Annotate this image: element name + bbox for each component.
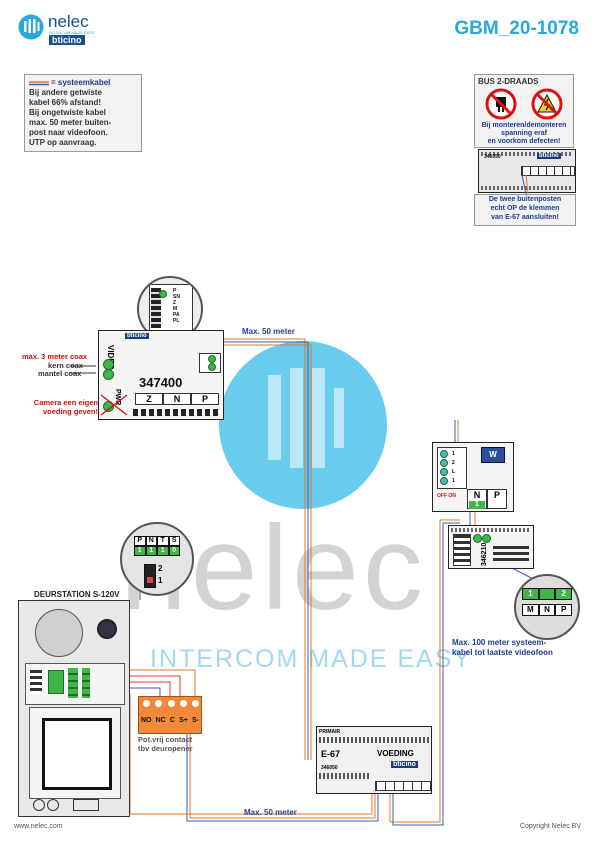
psu-type: VOEDING — [377, 749, 414, 758]
system-cable-max-label: Max. 100 meter systeem- kabel tot laatst… — [452, 638, 553, 657]
watermark-tagline: INTERCOM MADE EASY — [150, 645, 473, 673]
bus-warning-title: BUS 2-DRAADS — [478, 77, 539, 86]
video-module-code: 347400 — [139, 375, 183, 390]
brand-subtitle: INTERCOM MADE EASY — [49, 30, 95, 35]
cable-length-bottom: Max. 50 meter — [244, 808, 297, 817]
note-line: post naar videofoon. — [29, 128, 108, 137]
psu-brand: bticino — [391, 761, 418, 768]
cable-length-top: Max. 50 meter — [242, 327, 295, 336]
brand-logo: nelec INTERCOM MADE EASY bticino — [18, 12, 128, 46]
zoom-detail-videophone: 1 2 M N P — [514, 574, 580, 640]
document-number: GBM_20-1078 — [454, 18, 579, 39]
psu-bottom-vents — [319, 773, 369, 779]
relay-block: NO NC C S+ S- — [138, 696, 202, 734]
bus-module-note: De twee buitenposten echt OP de klemmen … — [474, 194, 576, 226]
door-station-title: DEURSTATION S-120V — [34, 590, 120, 599]
brand-name: nelec — [48, 12, 89, 31]
terminal-icon — [159, 290, 167, 298]
videophone-terminal — [482, 534, 491, 543]
camera-power-note: Camera een eigen voeding geven! — [33, 398, 98, 416]
zoom-detail-door-station: P N T S 1 1 1 0 2 1 — [120, 522, 194, 596]
coax-terminal — [103, 369, 114, 380]
note-line: Bij ongetwiste kabel — [29, 108, 106, 117]
dip-label: 2 — [158, 564, 163, 573]
videophone-terminal — [473, 534, 482, 543]
w-icon: W — [481, 447, 505, 463]
videophone-vents — [451, 528, 531, 532]
name-plate-frame — [29, 707, 121, 799]
pwr-crossed-icon — [100, 394, 128, 416]
note-line: UTP op aanvraag. — [29, 138, 97, 147]
module-terminals — [521, 166, 575, 176]
footer-website[interactable]: www.nelec.com — [14, 823, 63, 830]
note-line: Bij andere getwiste — [29, 88, 102, 97]
no-plug-icon — [485, 88, 517, 120]
psu-bottom-terminals — [375, 781, 431, 791]
dip-switch — [144, 564, 156, 588]
videophone-screws — [493, 546, 529, 564]
note-line: max. 50 meter buiten- — [29, 118, 112, 127]
off-on-label: OFF ON — [437, 493, 456, 499]
zoom-terminal-strip — [151, 288, 161, 328]
bus-warning-text: Bij monteren/demonteren spanning eraf en… — [481, 122, 567, 145]
np-switch-value: 1 — [469, 501, 485, 509]
system-cable-note: = systeemkabel Bij andere getwiste kabel… — [24, 74, 142, 152]
video-module-bottom-terminals: Z N P — [135, 393, 219, 405]
watermark-circle — [219, 341, 387, 509]
module-code: 346050 — [484, 154, 501, 160]
partner-logo: bticino — [49, 35, 85, 45]
videophone-module-346210: 346210 — [448, 525, 534, 569]
nelec-logo-icon — [18, 14, 44, 40]
camera-lens — [97, 619, 117, 639]
relay-caption: Pot.vrij contact tbv deuropener — [138, 735, 193, 753]
power-supply-e67: PRIMAIR E-67 VOEDING bticino 346050 — [316, 726, 432, 794]
dip-label: 1 — [158, 576, 163, 585]
video-module-bus-terminals — [199, 353, 221, 373]
psu-top-vents — [319, 737, 429, 743]
door-station-board — [25, 663, 125, 705]
video-module-347400: bticino VIDEO PWR 347400 Z N P — [98, 330, 224, 420]
videophone-code: 346210 — [481, 542, 488, 566]
coax-shield-label: mantel coax — [38, 369, 82, 378]
relay-terminals-dots — [143, 700, 199, 708]
bus-warning-box: BUS 2-DRAADS Bij monteren/demonteren spa… — [474, 74, 574, 148]
psu-code: 346050 — [321, 765, 338, 771]
system-cable-legend: = systeemkabel — [29, 78, 137, 88]
module-brand: bticino — [537, 153, 561, 159]
footer-copyright: Copyright Nelec BV — [519, 823, 581, 830]
video-module-brand: bticino — [125, 333, 149, 339]
coax-core-label: kern coax — [48, 361, 84, 370]
psu-model: E-67 — [321, 749, 341, 759]
psu-primary-label: PRIMAIR — [319, 729, 341, 735]
door-station-buttons — [33, 799, 113, 811]
note-line: kabel 66% afstand! — [29, 98, 102, 107]
video-module-screw-row — [133, 409, 219, 416]
no-voltage-icon — [531, 88, 563, 120]
coax-max-label: max. 3 meter coax — [22, 352, 88, 361]
door-station-panel — [18, 600, 130, 817]
cable-legend-icon — [29, 81, 49, 86]
relay-terminal-labels: NO NC C S+ S- — [141, 717, 199, 724]
module-vents — [481, 152, 573, 156]
speaker-grille — [35, 609, 83, 657]
videophone-left-terminals — [453, 534, 471, 566]
